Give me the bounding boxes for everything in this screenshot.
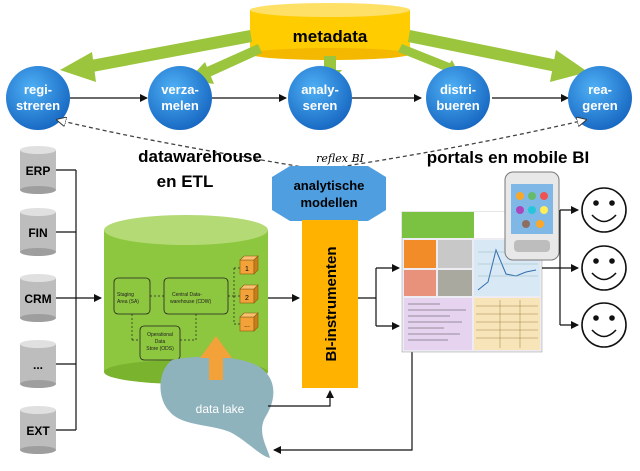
heading-datawarehouse: datawarehouse	[138, 147, 262, 166]
bi-to-portal-connector	[358, 264, 400, 330]
mart-label: ...	[244, 322, 250, 329]
source-other: ...	[20, 340, 56, 388]
central-label: warehouse (CDW)	[170, 299, 211, 305]
data-lake-label: data lake	[196, 402, 245, 416]
stage-label: seren	[303, 98, 338, 113]
mobile-phone-icon	[504, 171, 560, 261]
staging-label: Staging	[117, 292, 134, 298]
source-ext: EXT	[20, 406, 56, 454]
stage-label: rea-	[588, 82, 612, 97]
smiley-icon	[581, 187, 627, 233]
source-label: FIN	[28, 226, 47, 240]
data-lake: data lake	[160, 356, 274, 458]
source-label: ERP	[26, 164, 51, 178]
ods-label: Operational	[147, 332, 173, 338]
reflex-feedback-arrows	[58, 120, 585, 171]
stage-label: geren	[582, 98, 617, 113]
stage-distribueren: distri- bueren	[426, 66, 490, 130]
stage-registreren: regi- streren	[6, 66, 70, 130]
bi-label: BI-instrumenten	[323, 246, 340, 361]
portal-dashboard	[401, 211, 543, 353]
ods-label: Store (ODS)	[146, 346, 174, 352]
stage-label: distri-	[440, 82, 476, 97]
mart-label: 1	[245, 266, 249, 273]
source-label: ...	[33, 358, 43, 372]
source-crm: CRM	[20, 274, 56, 322]
smiley-icon	[581, 245, 627, 291]
stage-label: verza-	[161, 82, 199, 97]
model-label: analytische	[294, 178, 365, 193]
source-label: EXT	[26, 424, 50, 438]
dwh-internal-links	[131, 267, 240, 341]
stage-label: regi-	[24, 82, 52, 97]
source-fin: FIN	[20, 208, 56, 256]
cube-icon: 2	[239, 284, 259, 304]
ods-label: Data	[155, 339, 166, 345]
source-label: CRM	[24, 292, 51, 306]
datawarehouse-cylinder: Staging Area (SA) Central Data- warehous…	[104, 215, 268, 384]
mart-label: 2	[245, 295, 249, 302]
bi-instrumenten-bar: BI-instrumenten	[302, 220, 358, 388]
stage-reageren: rea- geren	[568, 66, 632, 130]
heading-en-etl: en ETL	[157, 172, 214, 191]
metadata-label: metadata	[293, 27, 368, 46]
lake-to-dwh-arrow	[200, 336, 232, 380]
stage-label: bueren	[436, 98, 479, 113]
data-mart-cubes: 1 2 ...	[239, 255, 259, 332]
smiley-icon	[581, 302, 627, 348]
cube-icon: 1	[239, 255, 259, 275]
source-erp: ERP	[20, 146, 56, 194]
stage-label: streren	[16, 98, 60, 113]
analytische-modellen-box: analytische modellen	[272, 166, 386, 221]
stage-label: analy-	[301, 82, 339, 97]
stage-verzamelen: verza- melen	[148, 66, 212, 130]
portal-to-users-connector	[542, 206, 579, 329]
reflex-bi-label: reflex BI	[316, 152, 364, 165]
central-label: Central Data-	[172, 292, 202, 298]
heading-portals: portals en mobile BI	[427, 148, 589, 167]
stage-analyseren: analy- seren	[288, 66, 352, 130]
source-connector	[56, 169, 102, 431]
staging-label: Area (SA)	[117, 299, 139, 305]
metadata-cylinder: metadata	[250, 3, 410, 60]
source-systems: ERP FIN CRM ... EXT	[20, 146, 56, 454]
cube-icon: ...	[239, 312, 259, 332]
model-label: modellen	[300, 195, 357, 210]
operational-data-store: Operational Data Store (ODS)	[139, 325, 181, 361]
stage-label: melen	[161, 98, 199, 113]
stage-row: regi- streren verza- melen analy- seren …	[6, 66, 632, 130]
